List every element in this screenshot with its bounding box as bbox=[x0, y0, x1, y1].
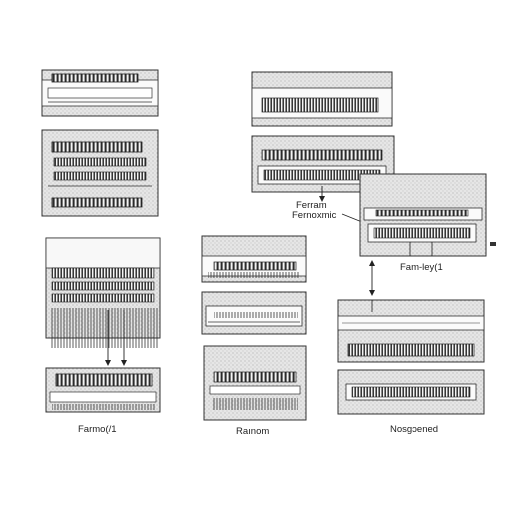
module-top-left-2 bbox=[42, 130, 158, 216]
module-bottom-left-connector bbox=[46, 368, 160, 412]
label-family: Fam-ley(1 bbox=[400, 262, 443, 273]
module-top-left-1 bbox=[42, 70, 158, 116]
module-right-3 bbox=[360, 174, 496, 256]
label-fernoxmic: Fernoxmic bbox=[292, 210, 337, 221]
module-middle-1 bbox=[202, 236, 306, 282]
module-bottom-right-2 bbox=[338, 370, 484, 414]
label-farmo: Farmo(/1 bbox=[78, 424, 117, 435]
module-middle-2 bbox=[202, 292, 306, 334]
module-middle-3 bbox=[204, 346, 306, 420]
module-bottom-left-tall bbox=[46, 238, 160, 366]
label-nosgened: Nosgɔened bbox=[390, 424, 438, 435]
module-bottom-right-1 bbox=[338, 300, 484, 362]
label-random: Raınom bbox=[236, 426, 269, 437]
module-top-right-1 bbox=[252, 72, 392, 126]
